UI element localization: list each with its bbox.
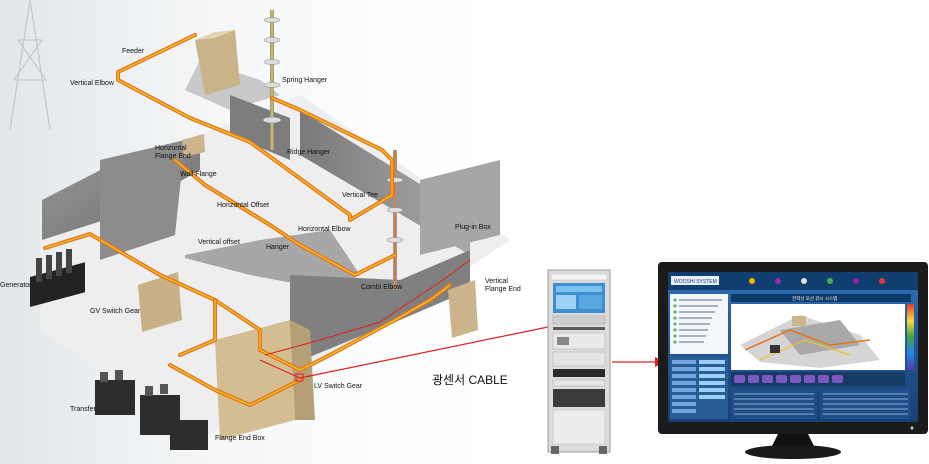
label-horizontal-elbow: Horizontal Elbow — [298, 226, 351, 233]
rack-server-icon — [553, 389, 605, 407]
label-horizontal-flange-end-line2: Flange End — [155, 153, 191, 160]
label-vertical-flange-end-line1: Vertical — [485, 278, 508, 285]
label-hanger: Hanger — [266, 244, 290, 251]
arrow-to-monitor — [612, 357, 665, 367]
vertical-riser — [262, 10, 404, 290]
control-rack — [547, 269, 611, 454]
label-flange-end-box: Flange End Box — [215, 435, 265, 442]
label-horizontal-flange-end-line1: Horizontal — [155, 145, 187, 152]
monitor-screen-title: 전력선 모선 감시 시스템 — [792, 295, 837, 302]
label-spring-hanger: Spring Hanger — [282, 77, 328, 84]
label-vertical-offset: Vertical offset — [198, 239, 240, 246]
label-wall-flange: Wall Flange — [180, 171, 217, 178]
label-gv-switch-gear: GV Switch Gear — [90, 308, 141, 315]
label-generator: Generator — [0, 282, 32, 289]
monitor: WOOSHI SYSTEM — [658, 262, 928, 459]
horizontal-flange-end-box — [182, 134, 205, 157]
transformer-icon — [95, 370, 208, 450]
plant-illustration: Feeder Vertical Elbow Spring Hanger Hori… — [0, 0, 540, 464]
label-ridge-hanger: Ridge Hanger — [287, 149, 331, 156]
menu-icon — [853, 278, 859, 284]
sensor-cable-plant — [259, 359, 301, 379]
legend-color-scale — [907, 304, 914, 370]
lv-switch-gear-cabinet — [215, 320, 295, 440]
feeder-cabinet — [195, 30, 240, 95]
label-transfer: Transfer — [70, 406, 96, 413]
transmission-tower-icon — [9, 0, 51, 131]
monitor-stand — [771, 434, 815, 448]
wall-segment — [185, 205, 360, 290]
menu-icon — [749, 278, 755, 284]
rack-switch-icon — [553, 369, 605, 377]
plug-in-cabinet — [448, 280, 478, 338]
label-horizontal-offset: Horizontal Offset — [217, 202, 269, 209]
gv-switch-gear-cabinet — [138, 272, 182, 332]
power-led-icon — [910, 426, 914, 430]
label-feeder: Feeder — [122, 48, 145, 55]
monitor-brand: WOOSHI SYSTEM — [674, 279, 717, 285]
cable-label: 광센서 CABLE — [432, 373, 508, 387]
label-vertical-flange-end-line2: Flange End — [485, 286, 521, 293]
sensor-cable-plant — [264, 259, 471, 356]
monitor-base — [745, 445, 841, 459]
label-vertical-elbow: Vertical Elbow — [70, 80, 115, 87]
label-plug-in-box: Plug-in Box — [455, 224, 491, 231]
busway-route — [43, 33, 452, 407]
label-vertical-tee: Vertical Tee — [342, 192, 378, 199]
menu-icon — [801, 278, 807, 284]
label-lv-switch-gear: LV Switch Gear — [314, 383, 363, 390]
cable-connector — [295, 326, 549, 382]
wall-segment — [230, 95, 290, 160]
menu-icon — [775, 278, 781, 284]
label-combi-elbow: Combi Elbow — [361, 284, 403, 291]
wall-segment — [290, 250, 470, 365]
menu-icon — [827, 278, 833, 284]
wall-segment — [100, 140, 185, 260]
menu-icon — [879, 278, 885, 284]
wall-segment — [420, 160, 500, 255]
generator-icon — [30, 249, 85, 307]
